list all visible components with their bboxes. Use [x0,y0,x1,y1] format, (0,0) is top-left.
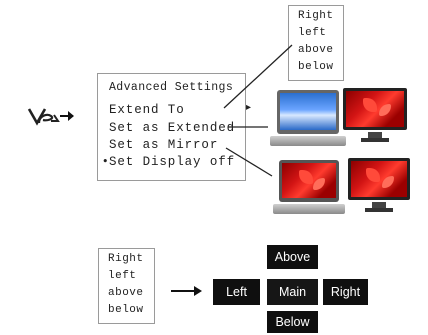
menu-item-set-mirror[interactable]: Set as Mirror [109,138,219,152]
option-below[interactable]: below [298,61,334,73]
position-options-popup: Right left above below [288,5,344,81]
tile-main[interactable]: Main [267,279,318,305]
monitor-image [346,156,412,216]
menu-item-extend-to[interactable]: Extend To [109,103,185,117]
option-right[interactable]: Right [298,10,334,22]
position-options-popup: Right left above below [98,248,155,324]
option-right[interactable]: Right [108,253,144,265]
option-left[interactable]: left [108,270,137,282]
menu-title: Advanced Settings [109,81,234,94]
option-above[interactable]: above [298,44,334,56]
tile-below[interactable]: Below [267,311,318,333]
bullet-icon: • [102,155,109,168]
menu-item-set-extended[interactable]: Set as Extended [109,121,236,135]
tile-right[interactable]: Right [323,279,368,305]
menu-item-display-off[interactable]: Set Display off [109,155,236,169]
vga-logo-icon [27,105,75,131]
laptop-image [270,90,348,150]
advanced-settings-menu: Advanced Settings Extend To Set as Exten… [97,73,251,181]
tile-left[interactable]: Left [213,279,260,305]
option-above[interactable]: above [108,287,144,299]
submenu-arrow-icon: ▸ [246,102,252,113]
laptop-image [273,160,347,218]
option-below[interactable]: below [108,304,144,316]
monitor-image [341,86,409,146]
tile-above[interactable]: Above [267,245,318,269]
option-left[interactable]: left [298,27,327,39]
